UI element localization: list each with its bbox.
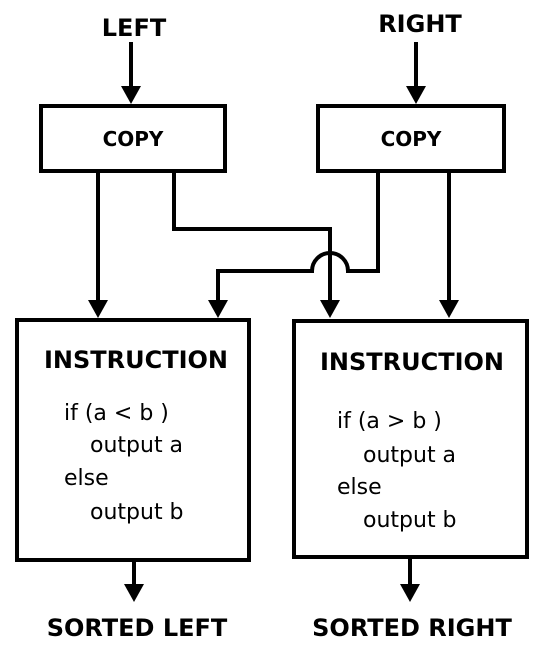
arrow-left-input xyxy=(121,42,141,104)
copy-label-left: COPY xyxy=(103,127,164,151)
instruction-box-left xyxy=(15,318,251,562)
arrow-right-output xyxy=(400,559,420,602)
code-line-right-3: else xyxy=(337,475,382,500)
arrow-right-input xyxy=(406,42,426,104)
copy-box-right xyxy=(316,104,506,173)
code-line-right-4: output b xyxy=(363,508,457,533)
copy-label-right: COPY xyxy=(381,127,442,151)
code-line-left-1: if (a < b ) xyxy=(64,401,169,426)
wire-left-copy-to-left-instruction xyxy=(88,173,108,318)
code-line-right-2: output a xyxy=(363,443,456,468)
input-label-right: RIGHT xyxy=(378,10,462,38)
code-line-right-1: if (a > b ) xyxy=(337,409,442,434)
arrow-left-output xyxy=(124,562,144,602)
code-line-left-4: output b xyxy=(90,500,184,525)
output-label-left: SORTED LEFT xyxy=(47,614,228,642)
wire-right-copy-to-left-instruction xyxy=(208,173,380,318)
input-label-left: LEFT xyxy=(102,14,167,42)
code-line-left-2: output a xyxy=(90,433,183,458)
wire-left-copy-to-right-instruction xyxy=(172,173,340,318)
code-line-left-3: else xyxy=(64,466,109,491)
instruction-title-left: INSTRUCTION xyxy=(44,346,228,374)
wire-right-copy-to-right-instruction xyxy=(439,173,459,318)
output-label-right: SORTED RIGHT xyxy=(312,614,512,642)
instruction-box-right xyxy=(292,319,529,559)
instruction-title-right: INSTRUCTION xyxy=(320,348,504,376)
copy-box-left xyxy=(39,104,227,173)
